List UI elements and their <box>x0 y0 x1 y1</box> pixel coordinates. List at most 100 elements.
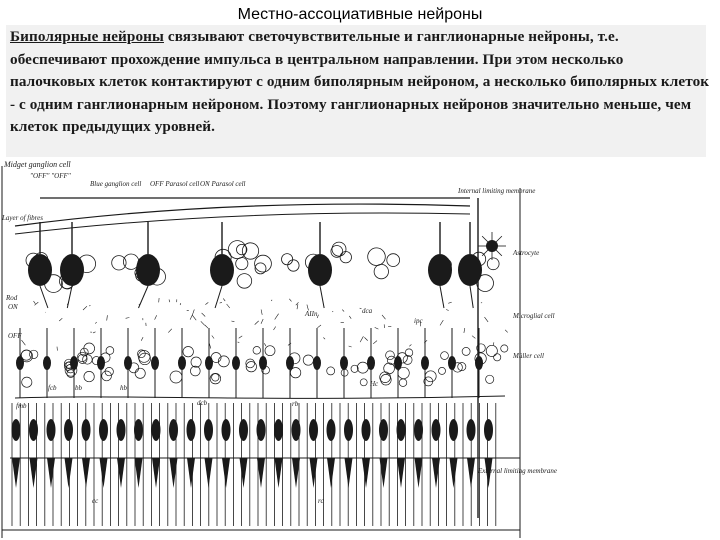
fiber-curve <box>15 204 470 226</box>
cone-body <box>117 419 126 441</box>
nucleus-circle <box>487 258 499 270</box>
plexiform-stroke <box>323 338 325 340</box>
label-off-parasol: OFF Parasol cell <box>150 180 199 188</box>
cone-body <box>152 419 161 441</box>
plexiform-stroke <box>227 304 230 308</box>
bipolar-cell <box>178 356 186 370</box>
nucleus-circle <box>212 374 219 381</box>
label-on: ON <box>8 303 18 311</box>
bipolar-cell <box>475 356 483 370</box>
plexiform-stroke <box>446 310 449 311</box>
cone-outer-segment <box>152 458 160 488</box>
plexiform-stroke <box>440 320 443 325</box>
nucleus-circle <box>341 369 348 376</box>
nucleus-circle <box>386 351 395 360</box>
nucleus-circle <box>327 367 335 375</box>
bipolar-cell <box>151 356 159 370</box>
ganglion-dendrite <box>215 286 222 308</box>
bipolar-cell <box>448 356 456 370</box>
label-rod: Rod <box>5 294 18 302</box>
plexiform-stroke <box>289 299 291 302</box>
cone-body <box>484 419 493 441</box>
plexiform-stroke <box>373 341 377 344</box>
nucleus-circle <box>112 256 126 270</box>
cone-body <box>257 419 266 441</box>
label-muller: Müller cell <box>512 352 544 360</box>
plexiform-stroke <box>342 310 344 312</box>
label-dca: dca <box>362 307 373 315</box>
nucleus-circle <box>368 248 386 266</box>
plexiform-stroke <box>317 325 321 328</box>
cone-body <box>344 419 353 441</box>
nucleus-circle <box>340 252 351 263</box>
plexiform-stroke <box>493 342 494 345</box>
plexiform-stroke <box>261 319 263 324</box>
cone-outer-segment <box>327 458 335 488</box>
cone-outer-segment <box>345 458 353 488</box>
plexiform-stroke <box>448 302 451 303</box>
nucleus-circle <box>357 362 368 373</box>
cone-body <box>362 419 371 441</box>
cone-body <box>204 419 213 441</box>
nucleus-circle <box>462 347 470 355</box>
cone-outer-segment <box>310 458 318 488</box>
bipolar-cell <box>340 356 348 370</box>
plexiform-stroke <box>59 318 62 321</box>
nucleus-circle <box>439 367 446 374</box>
nucleus-circle <box>501 345 508 352</box>
nucleus-circle <box>360 379 367 386</box>
plexiform-stroke <box>481 303 482 304</box>
cone-body <box>47 419 56 441</box>
cone-body <box>187 419 196 441</box>
plexiform-stroke <box>95 322 97 324</box>
bipolar-cell <box>43 356 51 370</box>
label-astrocyte: Astrocyte <box>512 249 539 257</box>
label-hb: hb <box>120 384 128 392</box>
plexiform-stroke <box>409 345 411 347</box>
cone-body <box>99 419 108 441</box>
label-aiin: AIIn <box>304 310 318 318</box>
ganglion-dendrite <box>138 286 148 308</box>
plexiform-stroke <box>382 315 386 319</box>
cone-body <box>379 419 388 441</box>
plexiform-stroke <box>349 346 352 347</box>
cone-outer-segment <box>205 458 213 488</box>
plexiform-stroke <box>168 329 172 333</box>
label-blue: Blue ganglion cell <box>90 180 141 188</box>
cone-body <box>414 419 423 441</box>
plexiform-stroke <box>89 305 90 306</box>
nucleus-circle <box>265 346 275 356</box>
cone-body <box>134 419 143 441</box>
cone-body <box>12 419 21 441</box>
plexiform-stroke <box>239 336 243 338</box>
plexiform-stroke <box>107 315 108 320</box>
nucleus-circle <box>387 254 400 267</box>
plexiform-stroke <box>271 300 272 301</box>
nucleus-circle <box>236 258 248 270</box>
ganglion-cell <box>60 254 84 286</box>
slide-title: Местно-ассоциативные нейроны <box>0 6 720 24</box>
plexiform-stroke <box>205 325 208 328</box>
cone-body <box>82 419 91 441</box>
bipolar-cell <box>313 356 321 370</box>
plexiform-stroke <box>155 315 157 319</box>
cone-outer-segment <box>450 458 458 488</box>
bipolar-cell <box>367 356 375 370</box>
nucleus-circle <box>332 242 346 256</box>
ganglion-cell <box>28 254 52 286</box>
plexiform-stroke <box>205 302 208 304</box>
label-fmb: fmb <box>16 402 27 410</box>
bipolar-cell <box>205 356 213 370</box>
cone-outer-segment <box>47 458 55 488</box>
cone-body <box>29 419 38 441</box>
ganglion-dendrite <box>470 286 473 308</box>
nucleus-circle <box>22 377 32 387</box>
bipolar-cell <box>124 356 132 370</box>
cone-body <box>222 419 231 441</box>
plexiform-stroke <box>485 317 489 322</box>
plexiform-stroke <box>93 332 96 333</box>
plexiform-stroke <box>472 336 475 339</box>
nucleus-circle <box>170 371 182 383</box>
cone-body <box>239 419 248 441</box>
label-offon: "OFF" "OFF" <box>30 172 71 180</box>
